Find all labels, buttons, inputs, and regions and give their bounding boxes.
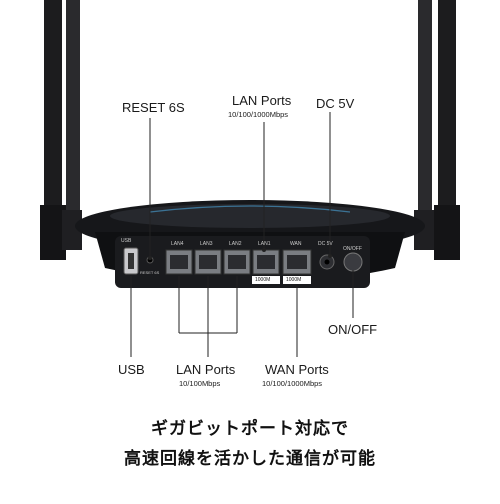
label-lan-bottom-speed: 10/100Mbps — [179, 379, 221, 388]
power-button — [343, 252, 363, 272]
label-wan-title: WAN Ports — [265, 362, 329, 377]
label-lan-top-title: LAN Ports — [232, 93, 292, 108]
label-onoff: ON/OFF — [328, 322, 378, 337]
panel-dc-text: DC 5V — [318, 241, 333, 247]
antenna-left-back — [62, 0, 82, 250]
label-usb: USB — [118, 362, 145, 377]
antenna-right-front — [434, 0, 460, 260]
panel-lan1-text: LAN1 — [258, 241, 271, 247]
antenna-left-front — [40, 0, 66, 260]
panel-wan-speed: 1000M — [286, 277, 302, 283]
lan-port-group — [165, 249, 280, 275]
panel-lan2-text: LAN2 — [229, 241, 242, 247]
panel-usb-text: USB — [121, 238, 132, 244]
caption-line-2: 高速回線を活かした通信が可能 — [124, 449, 376, 469]
label-wan-speed: 10/100/1000Mbps — [262, 379, 323, 388]
panel-lan4-text: LAN4 — [171, 241, 184, 247]
panel-lan3-text: LAN3 — [200, 241, 213, 247]
leader-lines — [130, 112, 354, 357]
leader-dots — [148, 248, 332, 260]
panel-reset-text: RESET 6S — [140, 270, 160, 275]
panel-wan-text: WAN — [290, 241, 302, 247]
panel-lan1-speed: 1000M — [255, 277, 271, 283]
label-lan-top-speed: 10/100/1000Mbps — [228, 110, 289, 119]
label-reset: RESET 6S — [122, 100, 185, 115]
label-lan-bottom-title: LAN Ports — [176, 362, 236, 377]
antenna-right-back — [414, 0, 434, 250]
label-dc: DC 5V — [316, 96, 355, 111]
panel-onoff-text: ON/OFF — [343, 246, 362, 252]
caption-line-1: ギガビットポート対応で — [151, 419, 349, 439]
